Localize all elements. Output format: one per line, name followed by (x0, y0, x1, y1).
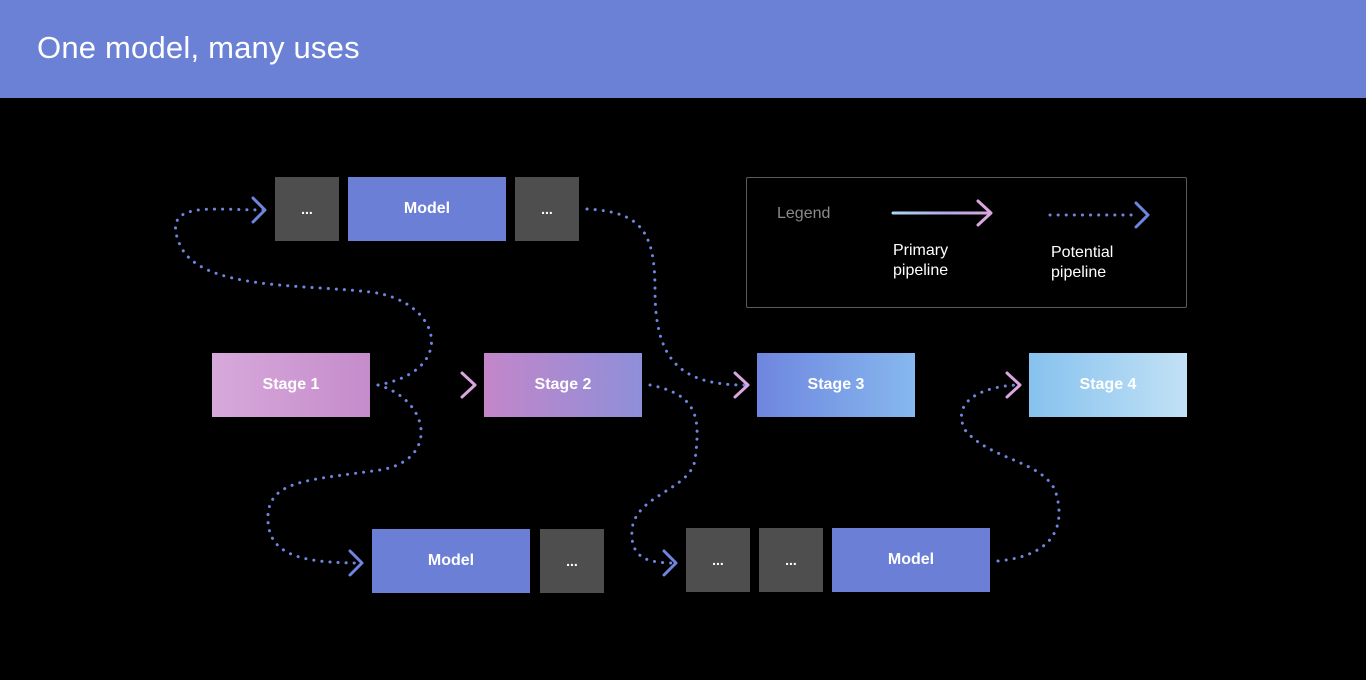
stage-3-box: Stage 3 (757, 353, 915, 417)
stage-4-label: Stage 4 (1079, 376, 1137, 393)
top-model-box: Model (348, 177, 506, 241)
legend-potential-label: Potential pipeline (1051, 244, 1114, 281)
stage-2-label: Stage 2 (534, 376, 592, 393)
bottom-right-ellipsis-box-2: ... (759, 528, 823, 592)
potential-arrowhead-bottom-left (348, 549, 364, 577)
potential-arrowhead-bottom-right (662, 549, 678, 577)
stage-2-box: Stage 2 (484, 353, 642, 417)
model-label: Model (887, 551, 935, 568)
stage-3-label: Stage 3 (807, 376, 865, 393)
potential-path-stage2-to-bottom (630, 383, 699, 565)
potential-path-stage1-to-top (174, 207, 433, 387)
top-ellipsis-box-right: ... (515, 177, 579, 241)
bottom-right-model-box: Model (832, 528, 990, 592)
ellipsis-text: ... (301, 201, 313, 217)
top-ellipsis-box-left: ... (275, 177, 339, 241)
potential-path-stage1-to-bottom (266, 383, 423, 565)
page-title: One model, many uses (37, 30, 360, 65)
ellipsis-text: ... (566, 553, 578, 569)
stage-4-box: Stage 4 (1029, 353, 1187, 417)
bottom-left-ellipsis-box: ... (540, 529, 604, 593)
bottom-right-ellipsis-box-1: ... (686, 528, 750, 592)
legend-box (746, 177, 1187, 308)
header-bar: One model, many uses (0, 0, 1366, 98)
ellipsis-text: ... (785, 552, 797, 568)
bottom-left-model-box: Model (372, 529, 530, 593)
model-label: Model (427, 552, 475, 569)
stage-1-box: Stage 1 (212, 353, 370, 417)
ellipsis-text: ... (712, 552, 724, 568)
stage-1-label: Stage 1 (262, 376, 320, 393)
legend-title: Legend (777, 205, 831, 222)
ellipsis-text: ... (541, 201, 553, 217)
model-label: Model (403, 200, 451, 217)
legend-primary-label: Primary pipeline (893, 242, 949, 279)
potential-arrowhead-top (251, 196, 267, 224)
